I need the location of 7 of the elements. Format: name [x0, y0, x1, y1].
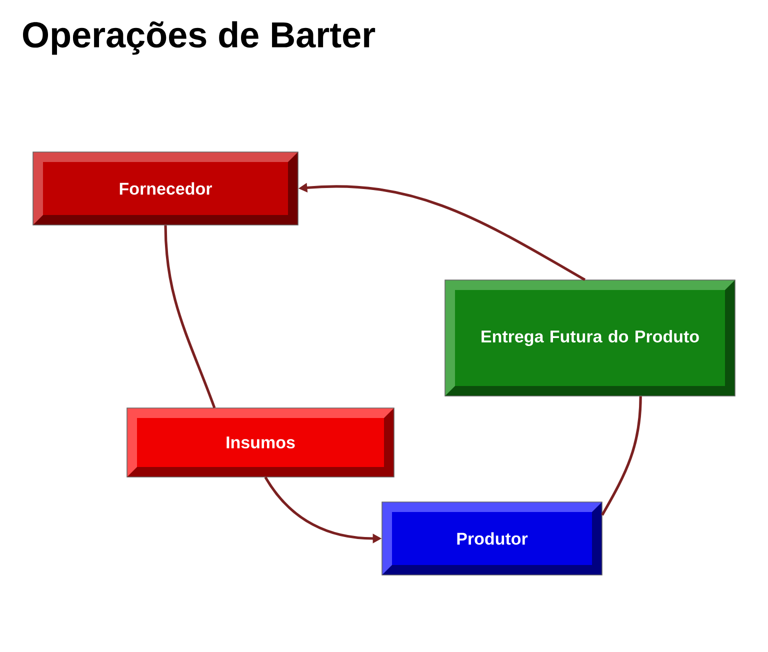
process-box: Insumos — [126, 408, 394, 478]
process-box: Fornecedor — [32, 152, 298, 226]
process-box: Produtor — [382, 502, 602, 576]
process-box: Entrega Futura do Produto — [444, 280, 736, 396]
title: Operações de Barter — [23, 21, 376, 55]
connector-line — [164, 225, 216, 408]
connector-line — [601, 396, 642, 516]
